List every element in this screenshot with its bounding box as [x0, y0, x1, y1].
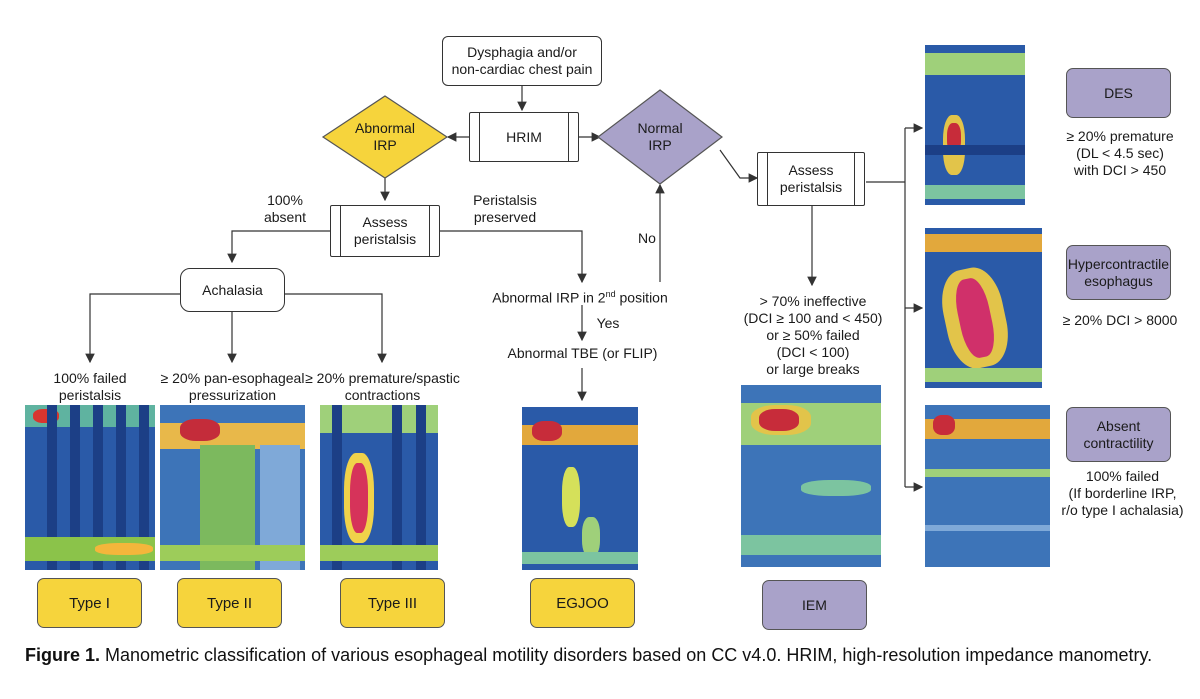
abnormal-irp-2nd-text: Abnormal IRP in 2 — [492, 289, 606, 306]
abnormal-irp-2nd-position: position — [615, 289, 668, 306]
iem-label: IEM — [802, 596, 827, 613]
achalasia-box: Achalasia — [180, 268, 285, 312]
normal-irp-diamond — [597, 89, 723, 185]
abnormal-irp-line-2: IRP — [373, 137, 397, 153]
assess-right-line-2: peristalsis — [779, 179, 843, 195]
ineffective-line-4: (DCI < 100) — [776, 344, 850, 360]
hyper-line-1: Hypercontractile — [1067, 255, 1170, 272]
type3-label: Type III — [367, 594, 418, 612]
des-manometry-plot — [925, 45, 1025, 205]
yes-label: Yes — [596, 315, 620, 331]
type2-box: Type II — [177, 578, 282, 628]
hyper-criteria: ≥ 20% DCI > 8000 — [1062, 312, 1178, 328]
start-line-1: Dysphagia and/or — [467, 44, 577, 60]
type1-label: Type I — [69, 594, 110, 612]
des-box: DES — [1066, 68, 1171, 118]
absent-line-1: Absent — [1096, 417, 1141, 434]
normal-irp-line-1: Normal — [637, 120, 683, 136]
type1-box: Type I — [37, 578, 142, 628]
type3-manometry-plot — [320, 405, 438, 570]
absent-100-line-1: 100% — [267, 192, 303, 208]
failed-line-1: 100% failed — [53, 370, 127, 386]
preserved-line-2: preserved — [473, 209, 537, 225]
absent-line-2: contractility — [1083, 434, 1154, 451]
absent-criteria-line-1: 100% failed — [1085, 468, 1160, 484]
des-criteria-line-2: (DL < 4.5 sec) — [1076, 145, 1164, 161]
type3-box: Type III — [340, 578, 445, 628]
hrim-label: HRIM — [506, 128, 542, 145]
ineffective-line-5: or large breaks — [766, 361, 860, 377]
ineffective-criteria-label: > 70% ineffective (DCI ≥ 100 and < 450) … — [728, 293, 898, 378]
abnormal-irp-2nd-sup: nd — [605, 289, 616, 299]
egjoo-manometry-plot — [522, 407, 638, 570]
type1-manometry-plot — [25, 405, 155, 570]
normal-irp-line-2: IRP — [648, 137, 672, 153]
absent-criteria-line-3: r/o type I achalasia) — [1061, 502, 1184, 518]
type2-label: Type II — [206, 594, 253, 612]
abnormal-tbe-label: Abnormal TBE (or FLIP) — [507, 345, 658, 361]
ineffective-line-2: (DCI ≥ 100 and < 450) — [743, 310, 883, 326]
caption-text: Manometric classification of various eso… — [100, 645, 1153, 665]
hyper-line-2: esophagus — [1084, 272, 1153, 289]
absent-criteria-line-2: (If borderline IRP, — [1068, 485, 1177, 501]
absent-100-line-2: absent — [263, 209, 307, 225]
egjoo-box: EGJOO — [530, 578, 635, 628]
premature-line-2: contractions — [344, 387, 421, 403]
no-label: No — [638, 230, 656, 246]
pan-line-2: pressurization — [188, 387, 277, 403]
abnormal-irp-line-1: Abnormal — [355, 120, 415, 136]
des-label: DES — [1104, 84, 1133, 101]
des-criteria-line-1: ≥ 20% premature — [1066, 128, 1174, 144]
caption-label: Figure 1. — [25, 645, 101, 665]
egjoo-label: EGJOO — [556, 594, 609, 612]
ineffective-line-3: or ≥ 50% failed — [766, 327, 860, 343]
des-criteria-line-3: with DCI > 450 — [1073, 162, 1167, 178]
ineffective-line-1: > 70% ineffective — [759, 293, 867, 309]
achalasia-label: Achalasia — [202, 281, 263, 298]
assess-left-line-2: peristalsis — [353, 231, 417, 247]
absent-criteria: 100% failed (If borderline IRP, r/o type… — [1050, 468, 1195, 519]
absent-100-label: 100%absent — [245, 192, 325, 226]
type2-manometry-plot — [160, 405, 305, 570]
iem-manometry-plot — [741, 385, 881, 567]
figure-caption: Figure 1. Manometric classification of v… — [25, 645, 1185, 666]
absent-contractility-manometry-plot — [925, 405, 1050, 567]
flow-connectors — [85, 85, 924, 492]
hypercontractile-manometry-plot — [925, 228, 1042, 388]
assess-right-line-1: Assess — [788, 162, 834, 178]
preserved-line-1: Peristalsis — [473, 192, 537, 208]
hrim-box: HRIM — [469, 112, 579, 162]
failed-line-2: peristalsis — [58, 387, 122, 403]
iem-box: IEM — [762, 580, 867, 630]
abnormal-irp-diamond — [321, 95, 449, 179]
start-line-2: non-cardiac chest pain — [451, 61, 593, 77]
assess-left-line-1: Assess — [362, 214, 408, 230]
des-criteria: ≥ 20% premature (DL < 4.5 sec) with DCI … — [1050, 128, 1190, 179]
premature-line-1: ≥ 20% premature/spastic — [305, 370, 460, 386]
pan-line-1: ≥ 20% pan-esophageal — [160, 370, 305, 386]
abnormal-irp-2nd-label: Abnormal IRP in 2nd position — [480, 286, 680, 307]
